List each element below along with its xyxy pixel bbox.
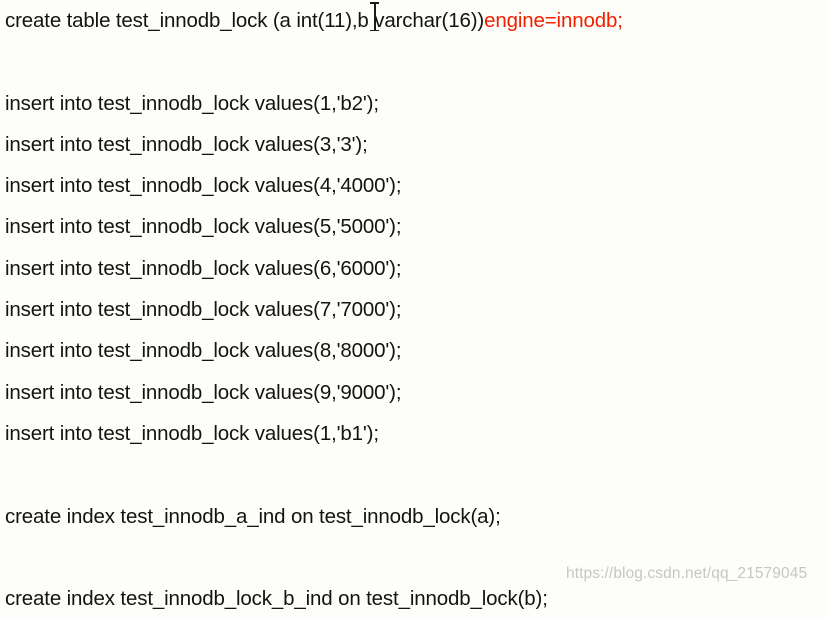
code-segment-statement: insert into test_innodb_lock values(7,'7… [5, 298, 402, 322]
code-line-blank-2 [5, 454, 827, 495]
code-line-insert-3[interactable]: insert into test_innodb_lock values(4,'4… [5, 165, 827, 206]
code-segment-statement: insert into test_innodb_lock values(5,'5… [5, 215, 402, 239]
code-line-insert-8[interactable]: insert into test_innodb_lock values(9,'9… [5, 372, 827, 413]
code-line-insert-9[interactable]: insert into test_innodb_lock values(1,'b… [5, 413, 827, 454]
code-segment-statement: insert into test_innodb_lock values(9,'9… [5, 380, 402, 404]
code-line-blank-1 [5, 41, 827, 82]
code-line-insert-5[interactable]: insert into test_innodb_lock values(6,'6… [5, 248, 827, 289]
code-line-insert-6[interactable]: insert into test_innodb_lock values(7,'7… [5, 289, 827, 330]
document-page: create table test_innodb_lock (a int(11)… [5, 2, 808, 611]
code-segment-statement: create index test_innodb_a_ind on test_i… [5, 504, 501, 528]
code-line-create-index-b[interactable]: create index test_innodb_lock_b_ind on t… [5, 578, 827, 619]
code-line-create-index-a[interactable]: create index test_innodb_a_ind on test_i… [5, 496, 827, 537]
code-line-insert-4[interactable]: insert into test_innodb_lock values(5,'5… [5, 206, 827, 247]
code-line-blank-3 [5, 537, 827, 578]
code-segment-statement: insert into test_innodb_lock values(6,'6… [5, 256, 402, 280]
code-segment-statement: insert into test_innodb_lock values(4,'4… [5, 174, 402, 198]
code-line-insert-2[interactable]: insert into test_innodb_lock values(3,'3… [5, 124, 827, 165]
code-line-create-table[interactable]: create table test_innodb_lock (a int(11)… [5, 0, 827, 41]
code-segment-engine-clause: engine=innodb; [484, 9, 623, 32]
code-segment-statement: insert into test_innodb_lock values(8,'8… [5, 339, 402, 363]
code-segment-statement: insert into test_innodb_lock values(3,'3… [5, 132, 368, 156]
sql-code-block[interactable]: create table test_innodb_lock (a int(11)… [5, 0, 827, 619]
code-segment-statement: insert into test_innodb_lock values(1,'b… [5, 421, 379, 445]
code-segment-statement: create table test_innodb_lock (a int(11)… [5, 9, 485, 32]
code-line-insert-7[interactable]: insert into test_innodb_lock values(8,'8… [5, 330, 827, 371]
code-segment-statement: create index test_innodb_lock_b_ind on t… [5, 587, 548, 611]
code-line-insert-1[interactable]: insert into test_innodb_lock values(1,'b… [5, 83, 827, 124]
code-segment-statement: insert into test_innodb_lock values(1,'b… [5, 91, 379, 115]
